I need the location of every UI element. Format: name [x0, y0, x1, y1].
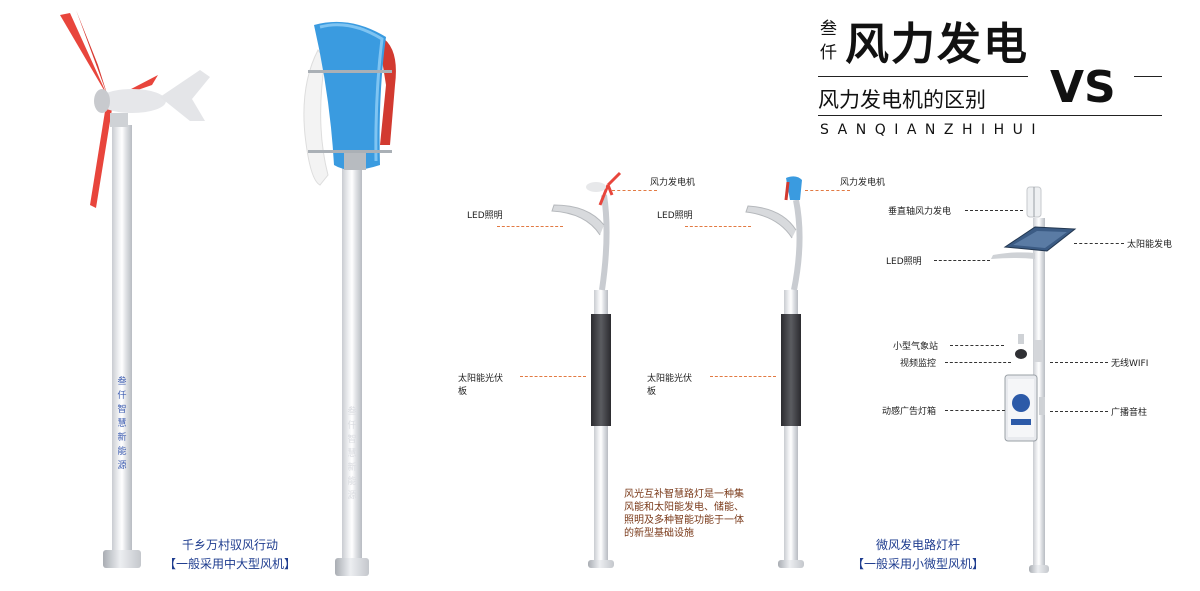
- solar-wrap-b: [781, 314, 801, 426]
- leader-weather: [950, 345, 1004, 346]
- label-speaker: 广播音柱: [1111, 408, 1148, 418]
- vs-mark: VS: [1050, 62, 1116, 113]
- right-caption-line2: 【一般采用小微型风机】: [851, 557, 984, 571]
- camera-cluster: [1015, 334, 1042, 362]
- title-rule-top: [818, 76, 1028, 77]
- label-solar-a-2: 板: [458, 387, 468, 397]
- smart-pole-top: [991, 186, 1077, 259]
- turbine-pole-1: [112, 125, 132, 555]
- lamp-head-b: [745, 176, 803, 291]
- leader-speaker: [1050, 411, 1108, 412]
- lamp-head-a: [551, 171, 622, 291]
- vertical-axis-wind-turbine: [303, 21, 396, 186]
- smart-pole: [1033, 218, 1045, 568]
- leader-led-a: [497, 226, 563, 227]
- header-brand-char-2: 仟: [820, 43, 837, 63]
- leader-wind-a: [612, 190, 657, 191]
- pole-1-vertical-text: 叁 仟 智 慧 新 能 源: [117, 377, 127, 471]
- label-solar: 太阳能发电: [1127, 240, 1173, 250]
- label-led-a: LED照明: [467, 211, 503, 221]
- left-caption-line1: 千乡万村驭风行动: [181, 538, 278, 552]
- label-solar-a-1: 太阳能光伏: [458, 374, 504, 384]
- leader-wifi: [1050, 362, 1108, 363]
- lamp-base-a: [588, 560, 614, 568]
- label-wifi: 无线WIFI: [1111, 359, 1149, 369]
- smart-pole-base: [1029, 565, 1049, 573]
- label-ad-box: 动感广告灯箱: [882, 407, 937, 417]
- header-brand-char-1: 叁: [820, 19, 837, 39]
- label-solar-b-1: 太阳能光伏: [647, 374, 693, 384]
- turbine-pole-2: [342, 160, 362, 560]
- label-vertical-axis: 垂直轴风力发电: [888, 207, 952, 217]
- pole-2-base: [335, 558, 369, 576]
- leader-vertical-axis: [965, 210, 1023, 211]
- solar-wrap-a: [591, 314, 611, 426]
- leader-solar-a: [520, 376, 586, 377]
- leader-camera: [945, 362, 1011, 363]
- lamp-base-b: [778, 560, 804, 568]
- leader-ad-box: [945, 410, 1005, 411]
- leader-solar: [1074, 243, 1124, 244]
- pole-2-vertical-text: 叁 仟 智 慧 新 能 源: [347, 407, 357, 501]
- right-caption-line1: 微风发电路灯杆: [875, 538, 960, 552]
- label-led-b: LED照明: [657, 211, 693, 221]
- label-wind-turbine-b: 风力发电机: [840, 178, 886, 188]
- leader-led: [934, 260, 990, 261]
- label-led: LED照明: [886, 257, 922, 267]
- leader-led-b: [685, 226, 751, 227]
- label-weather-station: 小型气象站: [893, 342, 939, 352]
- horizontal-wind-turbine: [60, 10, 210, 208]
- ad-light-box: [1004, 374, 1045, 442]
- left-caption-line2: 【一般采用中大型风机】: [163, 557, 296, 571]
- title-rule-right: [1134, 76, 1162, 77]
- page-subtitle: 风力发电机的区别: [818, 88, 986, 112]
- page-title: 风力发电: [845, 19, 1029, 70]
- label-camera: 视频监控: [900, 359, 937, 369]
- leader-solar-b: [710, 376, 776, 377]
- smart-lamp-description: 风光互补智慧路灯是一种集 风能和太阳能发电、储能、 照明及多种智能功能于一体 的…: [624, 489, 744, 539]
- pinyin-line: SANQIANZHIHUI: [820, 122, 1045, 138]
- title-rule-bottom: [818, 115, 1162, 116]
- label-wind-turbine-a: 风力发电机: [650, 178, 696, 188]
- leader-wind-b: [805, 190, 850, 191]
- pole-1-base: [103, 550, 141, 568]
- label-solar-b-2: 板: [647, 387, 657, 397]
